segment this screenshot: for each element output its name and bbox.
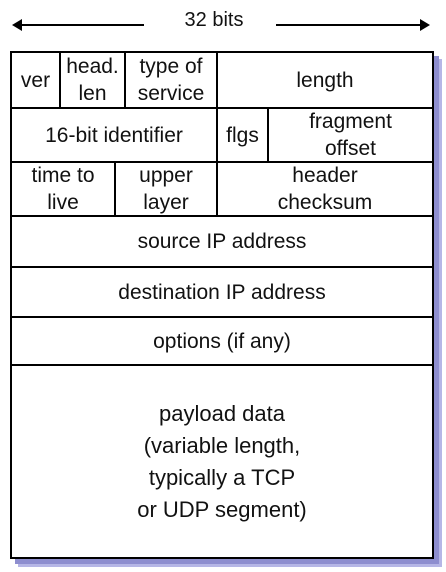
left-arrow-icon [12,19,144,31]
field-destination-ip: destination IP address [12,268,432,318]
field-header-length: head. len [61,53,126,109]
field-payload: payload data (variable length, typically… [137,400,307,522]
field-type-of-service: type of service [126,53,218,109]
field-fragment-offset: fragment offset [269,109,432,163]
field-version: ver [12,53,61,109]
right-arrow-icon [276,19,430,31]
field-options: options (if any) [12,318,432,366]
field-source-ip: source IP address [12,217,432,268]
field-length: length [218,53,432,109]
ip-datagram-diagram: ver head. len type of service length 16-… [10,51,434,559]
width-label: 32 bits [184,9,244,31]
field-identifier: 16-bit identifier [12,109,218,163]
field-flags: flgs [218,109,269,163]
width-indicator: 32 bits [0,0,446,44]
field-header-checksum: header checksum [218,163,432,217]
field-time-to-live: time to live [12,163,116,217]
field-upper-layer: upper layer [116,163,218,217]
